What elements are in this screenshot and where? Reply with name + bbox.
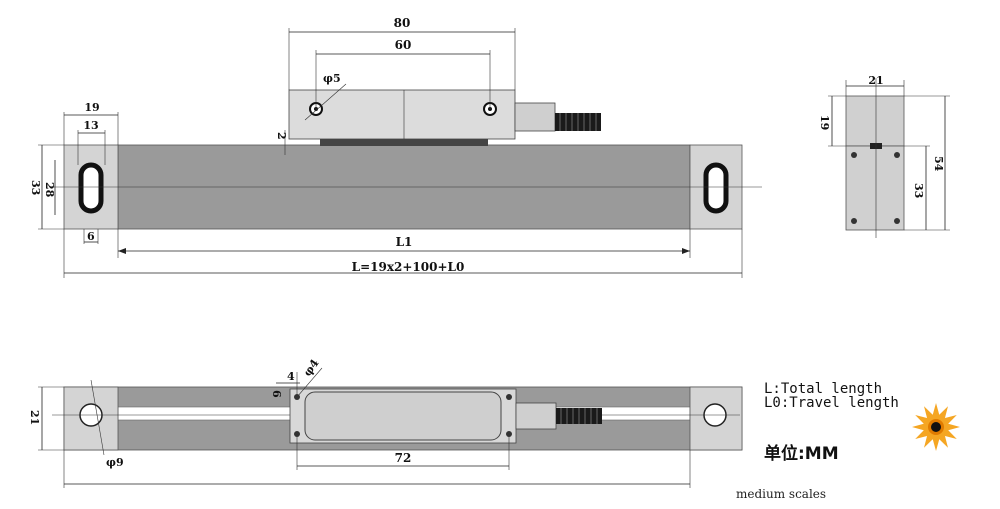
left-slot bbox=[78, 162, 104, 214]
dim-bottom-height: 21 bbox=[28, 410, 41, 425]
note-total-length: L:Total length bbox=[764, 381, 882, 397]
dim-hole-offset-v: 6 bbox=[270, 390, 283, 398]
dim-side-total-height: 54 bbox=[932, 156, 945, 172]
reader-head bbox=[288, 89, 516, 140]
dim-end-width: 19 bbox=[84, 101, 99, 114]
dim-l1: L1 bbox=[396, 235, 413, 249]
bottom-view: 21 4 φ4 6 φ9 72 bbox=[28, 357, 743, 488]
side-view: 21 19 33 54 bbox=[818, 74, 950, 238]
side-body bbox=[845, 145, 905, 231]
right-slot bbox=[703, 162, 729, 214]
dim-side-body-height: 33 bbox=[912, 183, 925, 198]
top-view: 80 60 φ5 2 19 13 33 28 6 bbox=[29, 16, 762, 278]
notes: L:Total length L0:Travel length 单位:MM me… bbox=[736, 381, 899, 501]
dim-hole-offset: 4 bbox=[287, 370, 295, 383]
formula-total-length: L=19x2+100+L0 bbox=[352, 260, 465, 274]
cable-connector bbox=[514, 102, 556, 132]
dim-slot-radius: 6 bbox=[87, 230, 95, 243]
dim-sensor-width: 80 bbox=[394, 16, 411, 30]
dim-height-inner: 28 bbox=[43, 182, 56, 198]
dim-hole-spacing: 60 bbox=[395, 38, 412, 52]
side-head bbox=[845, 95, 905, 147]
bottom-reader-window bbox=[304, 391, 502, 441]
dim-reader-length: 72 bbox=[395, 451, 412, 465]
caption: medium scales bbox=[736, 487, 826, 501]
dim-small-hole: φ4 bbox=[301, 357, 322, 379]
dim-gap: 2 bbox=[275, 132, 288, 140]
note-travel-length: L0:Travel length bbox=[764, 395, 899, 411]
unit-label: 单位:MM bbox=[764, 443, 839, 464]
dim-slot-width: 13 bbox=[83, 119, 98, 132]
dim-height-outer: 33 bbox=[29, 180, 42, 195]
dim-side-width: 21 bbox=[868, 74, 883, 87]
sunburst-logo-icon bbox=[912, 403, 960, 451]
dim-hole-diameter: φ5 bbox=[323, 72, 341, 85]
dim-end-hole: φ9 bbox=[106, 456, 124, 469]
reader-base bbox=[320, 139, 488, 146]
dim-side-head-height: 19 bbox=[818, 115, 831, 130]
